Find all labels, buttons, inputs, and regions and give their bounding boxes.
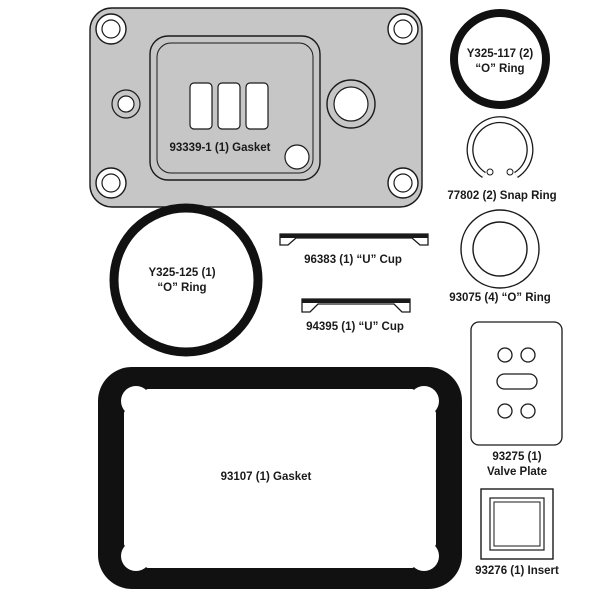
gasket-93107-label: 93107 (1) Gasket — [221, 471, 312, 483]
gasket-93107: 93107 (1) Gasket — [98, 367, 462, 589]
gasket-93339-1: 93339-1 (1) Gasket — [89, 7, 423, 208]
o-ring-y325-117-label-line2: “O” Ring — [475, 63, 524, 75]
o-ring-y325-117: Y325-117 (2) “O” Ring — [450, 9, 550, 109]
valve-plate-93275-label-line1: 93275 (1) — [492, 451, 541, 463]
o-ring-y325-125: Y325-125 (1) “O” Ring — [109, 203, 263, 357]
insert-93276-label: 93276 (1) Insert — [475, 565, 559, 577]
o-ring-93075-label: 93075 (4) “O” Ring — [449, 292, 551, 304]
valve-plate-93275-label-line2: Valve Plate — [487, 466, 547, 478]
o-ring-y325-125-label-line1: Y325-125 (1) — [148, 267, 215, 279]
u-cup-94395: 94395 (1) “U” Cup — [301, 298, 411, 333]
o-ring-93075: 93075 (4) “O” Ring — [449, 209, 551, 304]
o-ring-y325-125-label-line2: “O” Ring — [157, 282, 206, 294]
gasket-93339-1-label: 93339-1 (1) Gasket — [169, 142, 270, 154]
insert-93276: 93276 (1) Insert — [475, 488, 559, 577]
valve-plate-93275: 93275 (1) Valve Plate — [470, 321, 563, 478]
o-ring-y325-117-label-line1: Y325-117 (2) — [467, 48, 534, 60]
u-cup-96383-label: 96383 (1) “U” Cup — [304, 254, 402, 266]
snap-ring-77802: 77802 (2) Snap Ring — [447, 116, 557, 202]
u-cup-94395-label: 94395 (1) “U” Cup — [306, 321, 404, 333]
snap-ring-77802-label: 77802 (2) Snap Ring — [447, 190, 556, 202]
u-cup-96383: 96383 (1) “U” Cup — [279, 233, 429, 266]
